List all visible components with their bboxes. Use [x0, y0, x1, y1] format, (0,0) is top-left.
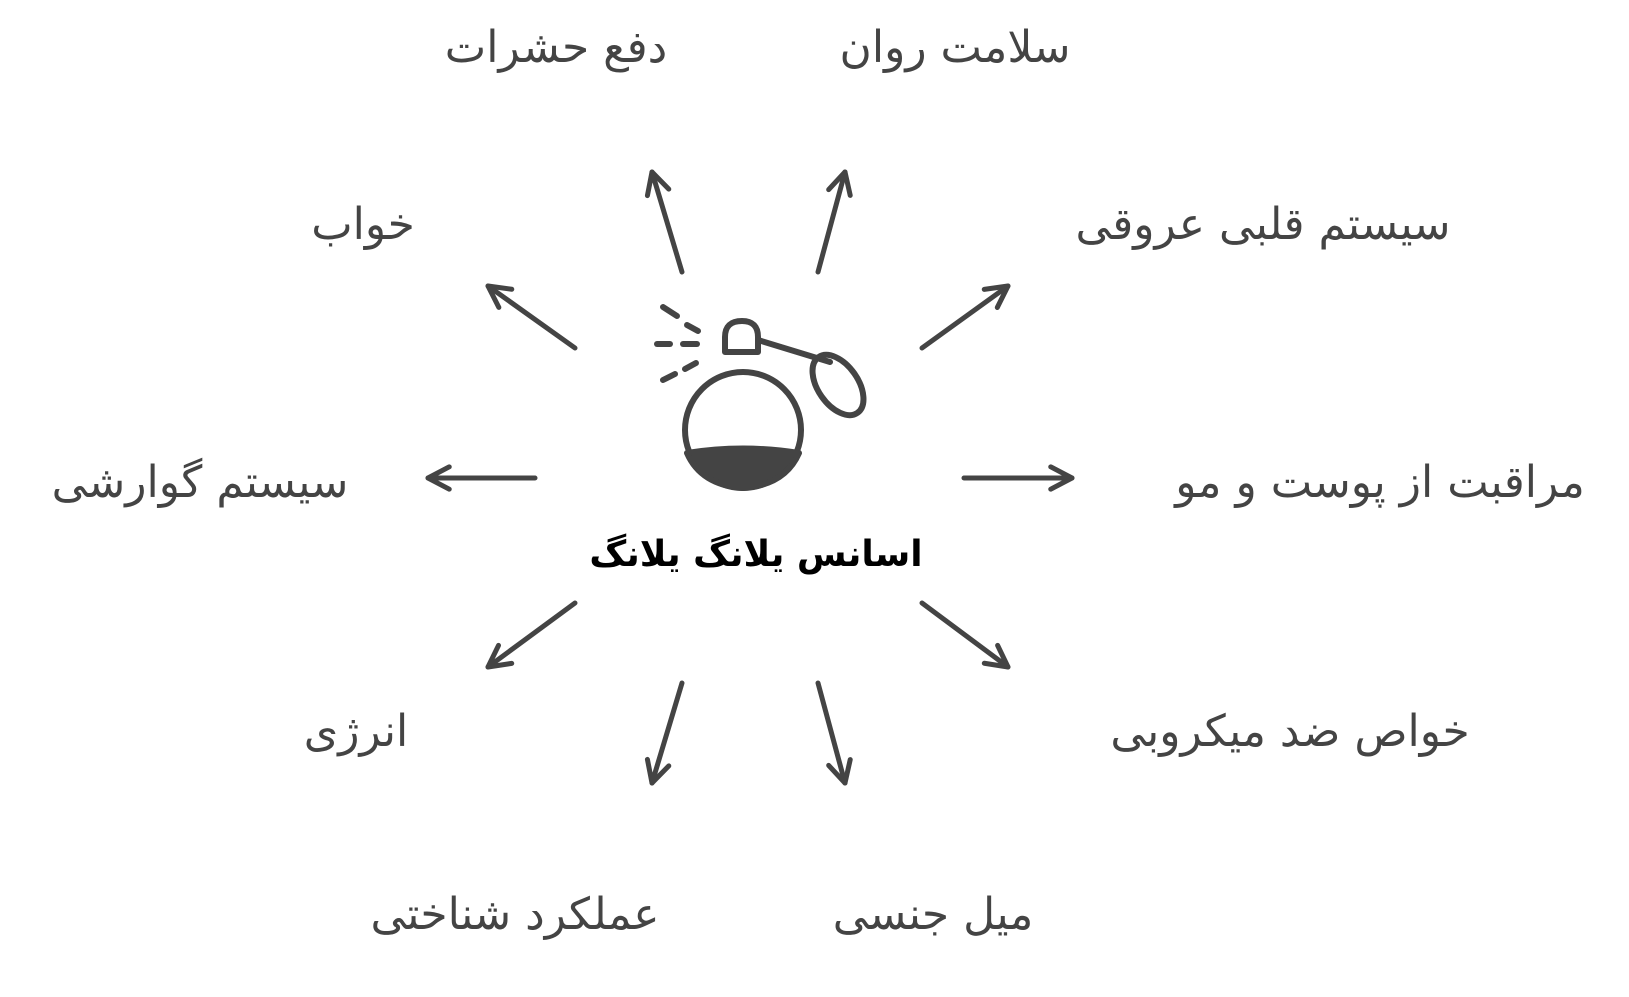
arrow-digestive-system [425, 464, 538, 492]
benefit-digestive-system: سیستم گوارشی [51, 457, 349, 508]
arrow-sleep [485, 283, 578, 351]
benefit-insect-repellent: دفع حشرات [444, 22, 668, 73]
arrow-skin-and-hair-care [961, 464, 1075, 492]
arrow-mental-health [815, 169, 853, 275]
center-title: اسانس یلانگ یلانگ [589, 534, 923, 575]
arrow-antimicrobial-properties [919, 600, 1011, 670]
arrow-cognitive-function [644, 680, 685, 786]
benefit-energy: انرژی [303, 706, 409, 757]
arrow-insect-repellent [644, 169, 685, 275]
arrow-libido [815, 680, 853, 786]
benefit-sleep: خواب [311, 199, 415, 250]
benefit-cardiovascular-system: سیستم قلبی عروقی [1075, 199, 1451, 250]
benefit-skin-and-hair-care: مراقبت از پوست و مو [1175, 457, 1585, 508]
arrow-cardiovascular-system [919, 283, 1011, 351]
benefit-antimicrobial-properties: خواص ضد میکروبی [1110, 706, 1470, 757]
benefit-cognitive-function: عملکرد شناختی [370, 889, 660, 940]
benefit-libido: میل جنسی [832, 889, 1034, 940]
benefit-mental-health: سلامت روان [839, 22, 1071, 73]
arrow-energy [485, 600, 578, 670]
